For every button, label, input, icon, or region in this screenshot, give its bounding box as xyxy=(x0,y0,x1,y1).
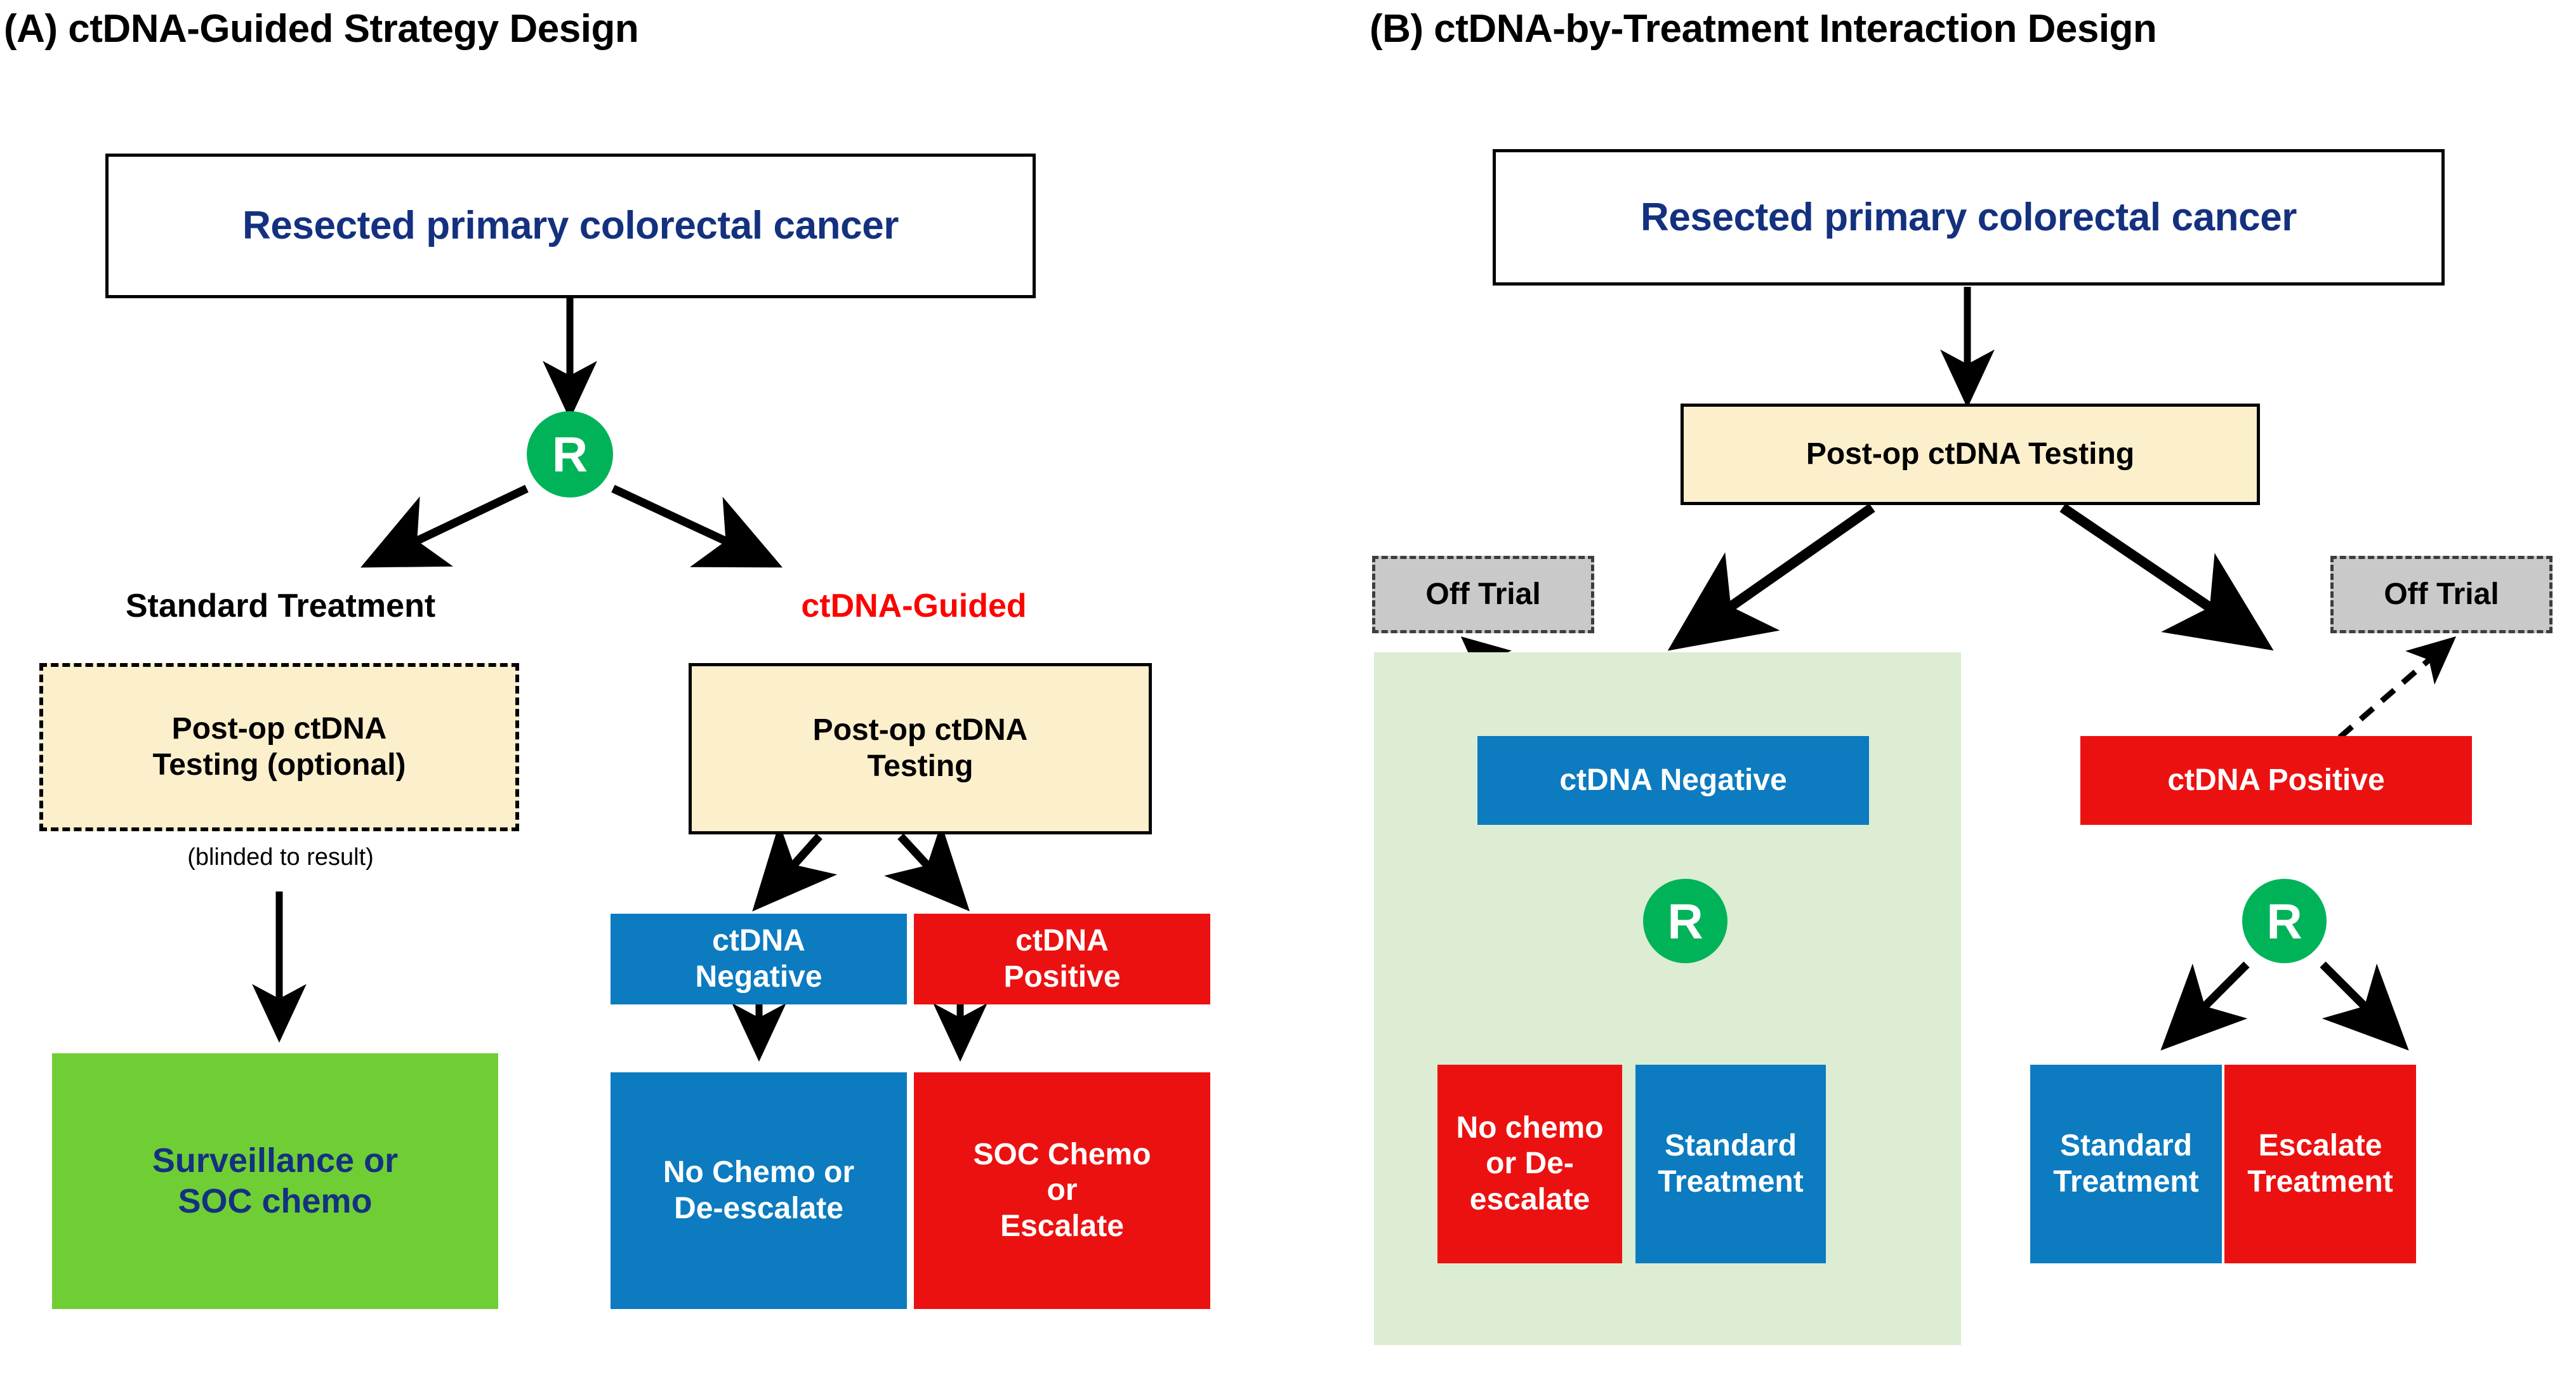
panel-a-head-box: Resected primary colorectal cancer xyxy=(105,154,1036,298)
panel-b-ctdna-negative-box: ctDNA Negative xyxy=(1477,736,1869,825)
panel-b-testing-box: Post-op ctDNA Testing xyxy=(1681,404,2260,505)
panel-b-head-box: Resected primary colorectal cancer xyxy=(1493,149,2445,286)
arrow-a-r-to-ctdna xyxy=(611,485,783,568)
arrow-b-testing-to-positive xyxy=(2059,503,2274,651)
panel-a-ctdna-testing-line2: Testing xyxy=(867,749,974,783)
panel-b-off-trial-left-box: Off Trial xyxy=(1372,556,1594,633)
arrow-b-testing-to-negative xyxy=(1667,503,1875,651)
panel-a-ctdna-positive-line2: Positive xyxy=(1003,959,1121,994)
panel-b-positive-outcome-left-line1: Standard xyxy=(2059,1128,2193,1162)
panel-a-standard-testing-line1: Post-op ctDNA xyxy=(171,711,387,746)
panel-b-negative-outcome-right-line1: Standard xyxy=(1664,1128,1797,1162)
panel-a-standard-testing-box: Post-op ctDNA Testing (optional) xyxy=(39,663,519,831)
panel-b-positive-outcome-left-line2: Treatment xyxy=(2053,1164,2199,1199)
panel-b-positive-outcome-left-box: Standard Treatment xyxy=(2030,1065,2222,1263)
panel-a-head-label: Resected primary colorectal cancer xyxy=(242,204,899,248)
arrow-a-testing-to-negative xyxy=(752,822,838,912)
panel-b-off-trial-right-label: Off Trial xyxy=(2384,577,2499,611)
panel-b-ctdna-positive-label: ctDNA Positive xyxy=(2167,763,2385,797)
arrow-b-rright-to-outcome-right xyxy=(2320,961,2409,1051)
panel-a-positive-outcome-line1: SOC Chemo xyxy=(973,1137,1151,1171)
arrow-a-r-to-standard xyxy=(360,485,529,568)
panel-a-positive-outcome-line2: or xyxy=(1047,1173,1078,1207)
panel-b-ctdna-negative-label: ctDNA Negative xyxy=(1559,763,1787,797)
panel-b-positive-outcome-right-line1: Escalate xyxy=(2258,1128,2382,1162)
panel-a-positive-outcome-box: SOC Chemo or Escalate xyxy=(914,1072,1210,1309)
panel-b-off-trial-left-label: Off Trial xyxy=(1425,577,1541,611)
panel-b-negative-outcome-left-line1: No chemo xyxy=(1456,1110,1604,1145)
panel-a-standard-outcome-line2: SOC chemo xyxy=(178,1181,373,1220)
panel-a-negative-outcome-line2: De-escalate xyxy=(674,1191,843,1225)
panel-b-negative-outcome-left-box: No chemo or De- escalate xyxy=(1437,1065,1622,1263)
randomization-letter-b-left: R xyxy=(1667,893,1703,949)
panel-a-standard-testing-line2: Testing (optional) xyxy=(152,747,406,782)
panel-a-title: (A) ctDNA-Guided Strategy Design xyxy=(4,7,639,51)
panel-b-testing-label: Post-op ctDNA Testing xyxy=(1806,437,2135,471)
panel-a-blinded-note: (blinded to result) xyxy=(187,844,374,871)
panel-b-positive-outcome-right-line2: Treatment xyxy=(2247,1164,2393,1199)
panel-a-arm-label-standard: Standard Treatment xyxy=(125,588,436,624)
panel-a-standard-outcome-box: Surveillance or SOC chemo xyxy=(52,1053,498,1309)
panel-a-negative-outcome-box: No Chemo or De-escalate xyxy=(611,1072,907,1309)
randomization-letter-a: R xyxy=(552,426,588,482)
panel-b-title: (B) ctDNA-by-Treatment Interaction Desig… xyxy=(1370,7,2157,51)
panel-a-negative-outcome-line1: No Chemo or xyxy=(663,1155,855,1189)
panel-b-ctdna-positive-box: ctDNA Positive xyxy=(2080,736,2472,825)
panel-b-negative-outcome-right-line2: Treatment xyxy=(1658,1164,1804,1199)
panel-b-negative-outcome-right-box: Standard Treatment xyxy=(1635,1065,1826,1263)
panel-a-ctdna-negative-box: ctDNA Negative xyxy=(611,914,907,1004)
arrow-b-rright-to-outcome-left xyxy=(2160,961,2250,1051)
panel-a-ctdna-negative-line1: ctDNA xyxy=(712,923,805,957)
panel-a-ctdna-negative-line2: Negative xyxy=(695,959,822,994)
panel-b-positive-outcome-right-box: Escalate Treatment xyxy=(2224,1065,2416,1263)
panel-b-negative-outcome-left-line3: escalate xyxy=(1469,1182,1590,1216)
panel-a-ctdna-testing-box: Post-op ctDNA Testing xyxy=(689,663,1152,834)
panel-a-standard-outcome-line1: Surveillance or xyxy=(152,1141,399,1180)
randomization-icon-a: R xyxy=(527,411,613,497)
randomization-icon-b-left: R xyxy=(1643,879,1727,963)
randomization-icon-b-right: R xyxy=(2242,879,2327,963)
panel-a-arm-label-ctdna: ctDNA-Guided xyxy=(801,588,1027,624)
randomization-letter-b-right: R xyxy=(2266,893,2302,949)
panel-b-negative-outcome-left-line2: or De- xyxy=(1486,1147,1574,1181)
panel-a-ctdna-positive-line1: ctDNA xyxy=(1015,923,1109,957)
arrow-a-testing-to-positive xyxy=(884,823,970,912)
panel-a-ctdna-testing-line1: Post-op ctDNA xyxy=(812,713,1028,747)
panel-b-off-trial-right-box: Off Trial xyxy=(2330,556,2553,633)
panel-b-head-label: Resected primary colorectal cancer xyxy=(1640,195,2297,239)
panel-a-ctdna-positive-box: ctDNA Positive xyxy=(914,914,1210,1004)
panel-a-positive-outcome-line3: Escalate xyxy=(1000,1209,1124,1243)
